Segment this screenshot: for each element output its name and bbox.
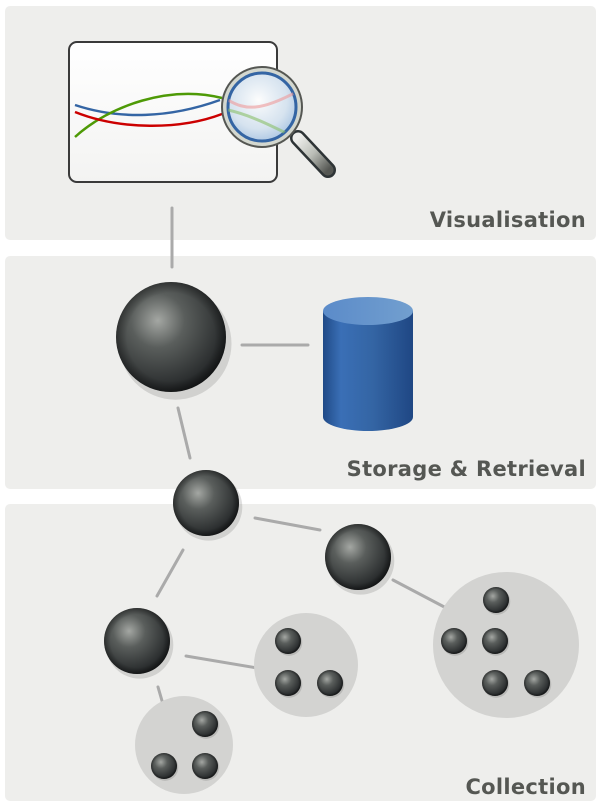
collection-node-left-icon bbox=[104, 608, 174, 679]
cluster-node-icon bbox=[192, 711, 220, 739]
cluster-node-icon bbox=[483, 587, 511, 615]
cluster-bottom bbox=[135, 696, 233, 794]
collection-label: Collection bbox=[465, 775, 586, 799]
cluster-node-icon bbox=[275, 670, 303, 698]
connector-lines bbox=[155, 206, 452, 720]
storage-hub-node-icon bbox=[116, 282, 232, 400]
magnifier-icon bbox=[221, 66, 336, 178]
cluster-node-icon bbox=[192, 753, 220, 781]
cluster-node-icon bbox=[317, 670, 345, 698]
cluster-small bbox=[254, 613, 358, 717]
visualisation-label: Visualisation bbox=[429, 208, 586, 232]
cluster-node-icon bbox=[524, 670, 552, 698]
storage-retrieval-panel: Storage & Retrieval bbox=[5, 256, 596, 489]
collection-node-right-icon bbox=[325, 524, 395, 595]
cluster-node-icon bbox=[275, 628, 303, 656]
sphere-nodes bbox=[104, 282, 552, 781]
collection-hub-node-icon bbox=[173, 470, 243, 541]
cluster-node-icon bbox=[482, 628, 510, 656]
chart-window-icon bbox=[68, 41, 278, 183]
cluster-node-icon bbox=[441, 628, 469, 656]
storage-retrieval-label: Storage & Retrieval bbox=[346, 457, 586, 481]
database-icon bbox=[323, 297, 413, 431]
cluster-node-icon bbox=[482, 670, 510, 698]
cluster-node-icon bbox=[151, 753, 179, 781]
